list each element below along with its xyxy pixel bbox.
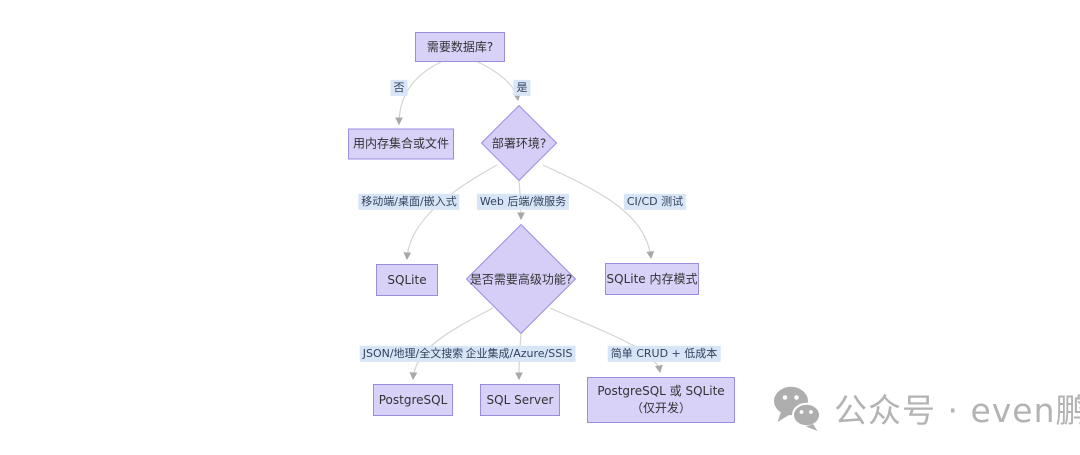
decision-advanced-label: 是否需要高级功能? [469,272,573,287]
edge-label-simple-crud-lowcost: 简单 CRUD + 低成本 [607,345,721,363]
edge-json [409,307,494,381]
edge-label-web-backend: Web 后端/微服务 [476,193,570,211]
edge-yes [477,61,521,102]
node-sqlite: SQLite [376,264,438,296]
edge-label-mobile-desktop-embedded: 移动端/桌面/嵌入式 [358,193,460,211]
node-memory-collection: 用内存集合或文件 [348,128,454,160]
wechat-icon [772,385,822,431]
node-need-db: 需要数据库? [415,32,505,62]
edge-label-no: 否 [390,79,408,97]
edge-mobile [403,164,498,261]
edge-label-json-geo-fulltext: JSON/地理/全文搜索 [359,345,467,363]
edge-label-cicd-test: CI/CD 测试 [623,193,687,211]
edge-simple [549,307,663,374]
node-sqlite-memory-mode: SQLite 内存模式 [605,263,699,295]
edge-cicd [542,164,655,260]
node-sql-server: SQL Server [480,384,560,416]
edge-label-enterprise-azure-ssis: 企业集成/Azure/SSIS [462,345,576,363]
watermark-text: 公众号 · even鹏 [834,391,1080,430]
watermark: 公众号 · even鹏 [772,384,1080,432]
decision-deploy-label: 部署环境? [491,136,547,151]
node-pg-or-sqlite: PostgreSQL 或 SQLite（仅开发） [587,377,735,423]
edge-label-yes: 是 [513,79,531,97]
node-postgresql: PostgreSQL [373,384,453,416]
